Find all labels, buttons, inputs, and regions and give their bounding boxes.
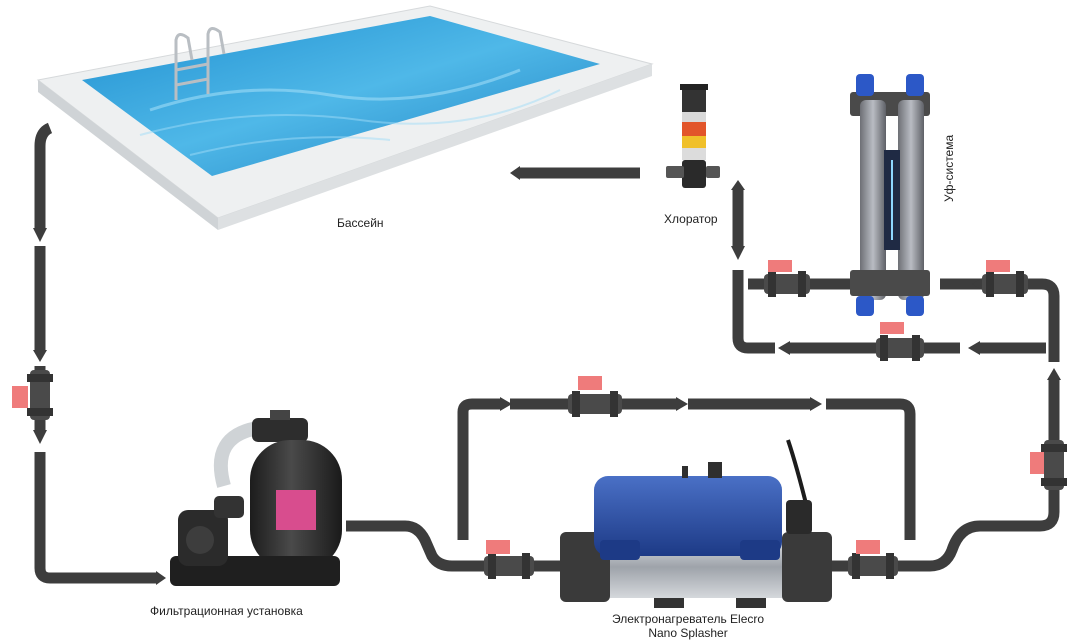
pool-label: Бассейн [337, 216, 384, 230]
pipe-network [34, 122, 1060, 584]
uv-system-illustration [850, 74, 930, 316]
valve-uv-left [764, 260, 810, 297]
chlorinator-label: Хлоратор [664, 212, 718, 226]
valve-uv-right [982, 260, 1028, 297]
heater-label-line1: Электронагреватель Elecro [612, 612, 765, 626]
heater-illustration [560, 439, 832, 608]
chlorinator-illustration [666, 84, 720, 188]
pipe-right-up [984, 278, 1060, 362]
pipe-filter-out [346, 520, 470, 572]
heater-label: Электронагреватель Elecro Nano Splasher [612, 612, 764, 640]
valve-heater-out [848, 540, 898, 579]
pipe-bypass-top3 [826, 398, 916, 540]
uv-system-label: Уф-система [942, 134, 956, 202]
valve-uv-bypass [876, 322, 924, 361]
valve-left [12, 370, 53, 420]
valve-bypass-top [568, 376, 622, 417]
pipe-left-bottom [34, 452, 156, 584]
pool-ladder-icon [174, 27, 226, 100]
pipe-left-top [34, 122, 53, 228]
pipe-uv-bypass3 [732, 270, 775, 354]
valve-right [1030, 440, 1067, 490]
flow-arrows [33, 166, 1061, 585]
pipe-heater-out [832, 470, 1060, 572]
pool-illustration [36, 5, 654, 230]
pipe-bypass [457, 398, 500, 540]
valve-heater-in [484, 540, 534, 579]
filter-unit-illustration [170, 410, 342, 586]
heater-label-line2: Nano Splasher [648, 626, 728, 640]
filter-unit-label: Фильтрационная установка [150, 604, 303, 618]
